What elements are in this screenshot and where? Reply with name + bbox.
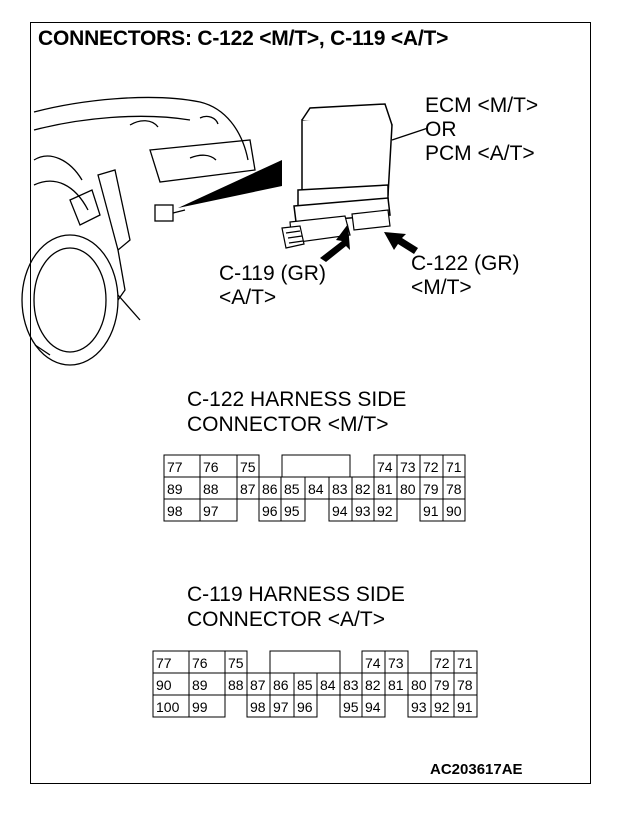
c122-pin-label: 94 [332,503,348,519]
c119-pin-label: 76 [192,655,208,671]
c122-pin-label: 83 [332,481,348,497]
c122-pin-label: 78 [446,481,462,497]
c122-grid: 77 76 75 74 73 72 71 89 88 87 86 85 84 83 82 81 80 79 78 98… [163,454,466,522]
c119-pin-label: 97 [273,699,289,715]
c122-pin-cell [442,498,466,522]
c122-callout-line2: <M/T> [411,276,472,299]
c122-heading-line1: C-122 HARNESS SIDE [187,388,407,411]
c119-key-block [269,650,341,674]
c119-pin-label: 90 [156,677,172,693]
c122-pin-label: 81 [377,481,393,497]
c119-arrow [320,224,350,262]
c119-pin-label: 71 [457,655,473,671]
c122-pin-label: 93 [355,503,371,519]
c119-pin-label: 72 [434,655,450,671]
c119-pin-label: 89 [192,677,208,693]
c122-pin-label: 90 [446,503,462,519]
c119-pin-label: 83 [343,677,359,693]
c119-pin-label: 82 [365,677,381,693]
ecm-label-line2: OR [425,118,457,141]
c122-pin-cell [199,498,238,522]
c122-heading: C-122 HARNESS SIDE CONNECTOR <M/T> [187,387,406,437]
c122-pin-label: 77 [167,459,183,475]
c119-grid: 77 76 75 74 73 72 71 90 89 88 87 86 85 84 83 82 81 80 79 78… [152,650,478,718]
c122-key-block [281,454,351,478]
c119-pin-cell [293,694,318,718]
c122-pin-label: 91 [423,503,439,519]
ecm-label-line3: PCM <A/T> [425,142,535,165]
c122-pin-label: 85 [284,481,300,497]
c122-pin-label: 74 [377,459,393,475]
c122-pin-label: 80 [400,481,416,497]
c119-heading-line1: C-119 HARNESS SIDE [187,583,405,606]
figure-id: AC203617AE [430,761,523,778]
c122-pin-label: 79 [423,481,439,497]
c122-pin-label: 89 [167,481,183,497]
c122-pin-label: 95 [284,503,300,519]
c119-pin-label: 78 [457,677,473,693]
c119-pin-label: 99 [192,699,208,715]
c119-callout-line1: C-119 (GR) [219,262,326,285]
c122-pin-label: 96 [262,503,278,519]
c122-pin-label: 75 [240,459,256,475]
diagram-title: CONNECTORS: C-122 <M/T>, C-119 <A/T> [38,27,449,50]
c122-pin-label: 97 [203,503,219,519]
c119-pin-label: 73 [388,655,404,671]
c122-pin-label: 76 [203,459,219,475]
c122-arrow [384,232,418,254]
c122-pin-label: 82 [355,481,371,497]
pointer-wedge [178,160,282,208]
c122-pin-label: 87 [240,481,256,497]
c119-pin-label: 87 [250,677,266,693]
c122-pin-label: 98 [167,503,183,519]
c122-pin-label: 71 [446,459,462,475]
c122-pin-label: 86 [262,481,278,497]
c119-pin-cell [453,694,478,718]
c122-pin-label: 88 [203,481,219,497]
c122-pin-label: 92 [377,503,393,519]
c119-pin-label: 74 [365,655,381,671]
c122-pin-cell [373,498,398,522]
c119-pin-label: 84 [320,677,336,693]
c122-pin-label: 73 [400,459,416,475]
c119-pin-label: 80 [411,677,427,693]
c119-pin-label: 88 [228,677,244,693]
c122-pin-label: 72 [423,459,439,475]
c122-pin-cell [280,498,306,522]
c119-pin-cell [361,694,386,718]
c119-pin-label: 91 [457,699,473,715]
c122-callout: C-122 (GR) <M/T> [411,252,520,300]
c119-pin-label: 100 [156,699,180,715]
c119-pin-label: 75 [228,655,244,671]
c119-pin-label: 98 [250,699,266,715]
c119-pin-label: 95 [343,699,359,715]
c119-pin-label: 94 [365,699,381,715]
ecm-label-line1: ECM <M/T> [425,94,539,117]
c119-pin-cell [188,694,226,718]
diagram-frame [30,22,591,784]
ecm-pcm-label: ECM <M/T> OR PCM <A/T> [425,94,538,166]
c119-pin-label: 92 [434,699,450,715]
c122-pin-label: 84 [308,481,324,497]
c119-pin-label: 77 [156,655,172,671]
c119-callout: C-119 (GR) <A/T> [219,262,326,310]
c119-heading: C-119 HARNESS SIDE CONNECTOR <A/T> [187,582,405,632]
c119-pin-label: 81 [388,677,404,693]
c119-pin-label: 86 [273,677,289,693]
c122-callout-line1: C-122 (GR) [411,252,520,275]
c119-pin-label: 96 [297,699,313,715]
c119-pin-label: 85 [297,677,313,693]
c119-heading-line2: CONNECTOR <A/T> [187,608,385,631]
ecm-pcm-unit [293,103,393,223]
c119-callout-line2: <A/T> [219,286,277,309]
c119-pin-label: 79 [434,677,450,693]
c122-heading-line2: CONNECTOR <M/T> [187,413,389,436]
c119-pin-label: 93 [411,699,427,715]
